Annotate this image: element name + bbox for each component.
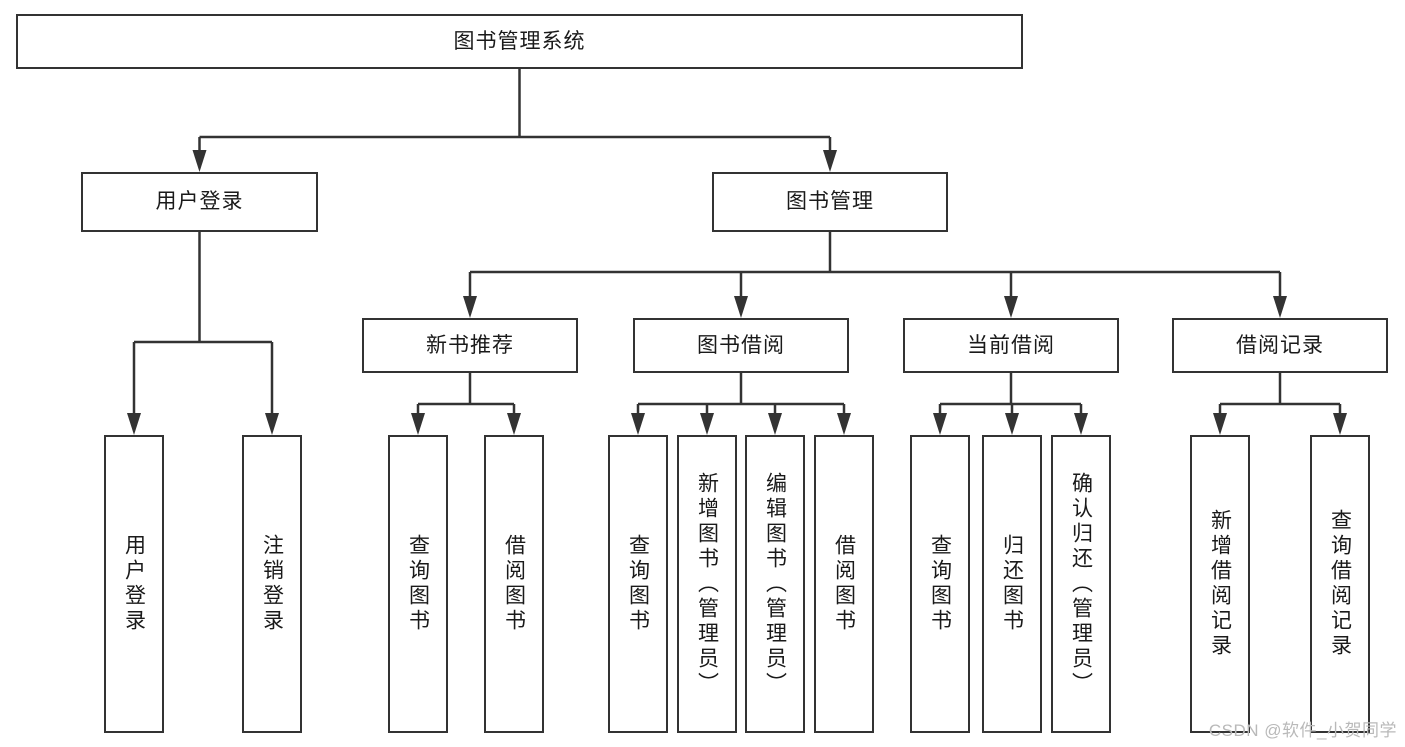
node-label: 查询图书: [406, 534, 430, 634]
node-label: 查询图书: [626, 534, 650, 634]
node-label: 归还图书: [1000, 534, 1024, 634]
node-new-book-recommend[interactable]: 新书推荐: [362, 318, 578, 373]
node-bb-borrow-book[interactable]: 借阅图书: [814, 435, 874, 733]
node-bb-add-book[interactable]: 新增图书（管理员）: [677, 435, 737, 733]
node-label: 图书管理系统: [453, 29, 586, 53]
node-book-borrow[interactable]: 图书借阅: [633, 318, 849, 373]
node-leaf-user-login[interactable]: 用户登录: [104, 435, 164, 733]
node-root-undefined[interactable]: 图书管理系统: [16, 14, 1023, 69]
node-br-query-record[interactable]: 查询借阅记录: [1310, 435, 1370, 733]
node-leaf-user-logout[interactable]: 注销登录: [242, 435, 302, 733]
node-label: 新书推荐: [426, 333, 514, 357]
node-nbr-borrow-book[interactable]: 借阅图书: [484, 435, 544, 733]
node-cb-query-book[interactable]: 查询图书: [910, 435, 970, 733]
node-label: 当前借阅: [967, 333, 1055, 357]
node-label: 新增图书（管理员）: [695, 471, 719, 697]
node-label: 新增借阅记录: [1208, 509, 1232, 659]
node-label: 图书管理: [786, 190, 874, 214]
node-label: 编辑图书（管理员）: [763, 471, 787, 697]
csdn-watermark: CSDN @软件_小贺同学: [1208, 721, 1397, 740]
node-label: 图书借阅: [697, 333, 785, 357]
node-cb-confirm-return[interactable]: 确认归还（管理员）: [1051, 435, 1111, 733]
node-book-manage[interactable]: 图书管理: [712, 172, 948, 232]
node-label: 借阅记录: [1236, 333, 1324, 357]
node-borrow-record[interactable]: 借阅记录: [1172, 318, 1388, 373]
node-label: 借阅图书: [502, 534, 526, 634]
node-label: 注销登录: [260, 534, 284, 634]
node-label: 确认归还（管理员）: [1069, 471, 1093, 697]
node-label: 查询借阅记录: [1328, 509, 1352, 659]
node-label: 借阅图书: [832, 534, 856, 634]
node-label: 用户登录: [155, 190, 244, 214]
node-nbr-query-book[interactable]: 查询图书: [388, 435, 448, 733]
node-bb-query-book[interactable]: 查询图书: [608, 435, 668, 733]
node-label: 查询图书: [928, 534, 952, 634]
node-current-borrow[interactable]: 当前借阅: [903, 318, 1119, 373]
node-user-login[interactable]: 用户登录: [81, 172, 318, 232]
node-cb-return-book[interactable]: 归还图书: [982, 435, 1042, 733]
node-br-add-record[interactable]: 新增借阅记录: [1190, 435, 1250, 733]
node-label: 用户登录: [122, 534, 146, 634]
node-bb-edit-book[interactable]: 编辑图书（管理员）: [745, 435, 805, 733]
